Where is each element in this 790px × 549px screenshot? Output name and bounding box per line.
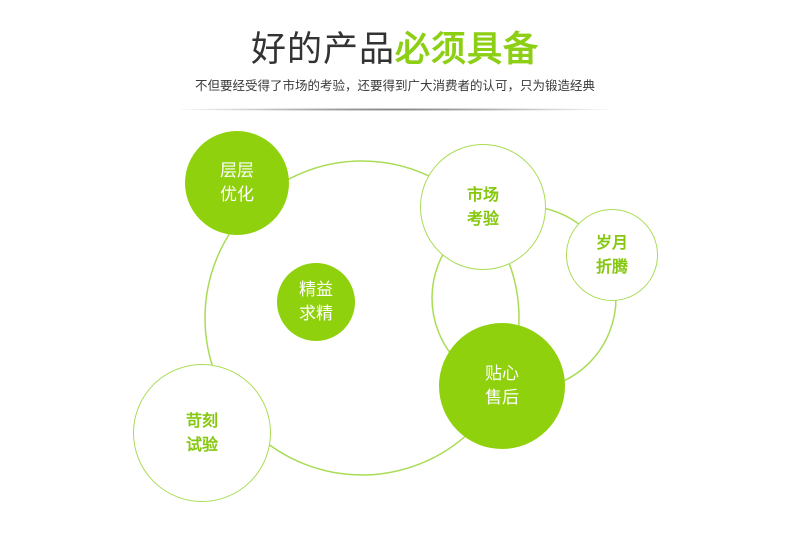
bubble-label-line1: 层层 [220, 161, 254, 181]
bubble-label-line2: 优化 [220, 185, 254, 205]
bubble-time-test: 岁月 折腾 [566, 209, 658, 301]
bubble-layered-optimization: 层层 优化 [185, 131, 289, 235]
bubble-label-line1: 贴心 [485, 364, 519, 384]
header-divider [180, 108, 610, 111]
title-accent: 必须具备 [395, 30, 540, 70]
bubble-market-test: 市场 考验 [420, 144, 546, 270]
bubble-label-line2: 求精 [299, 304, 333, 324]
bubble-label-line2: 考验 [466, 209, 499, 228]
bubble-after-sales: 贴心 售后 [439, 323, 565, 449]
bubble-label-line1: 精益 [299, 280, 333, 300]
title-plain: 好的产品 [250, 30, 395, 70]
bubble-excellence: 精益 求精 [277, 263, 355, 341]
page-subtitle: 不但要经受得了市场的考验，还要得到广大消费者的认可，只为锻造经典 [194, 78, 595, 93]
bubble-label-line1: 市场 [466, 185, 499, 204]
large-ring [204, 160, 520, 476]
bubble-label-line1: 岁月 [595, 233, 628, 252]
bubble-label-line2: 折腾 [595, 257, 628, 276]
bubble-label-line2: 售后 [485, 388, 519, 408]
page-title: 好的产品必须具备 [0, 28, 790, 72]
bubble-strict-testing: 苛刻 试验 [133, 364, 271, 502]
bubble-label-line1: 苛刻 [185, 411, 218, 430]
bubble-label-line2: 试验 [185, 435, 218, 454]
